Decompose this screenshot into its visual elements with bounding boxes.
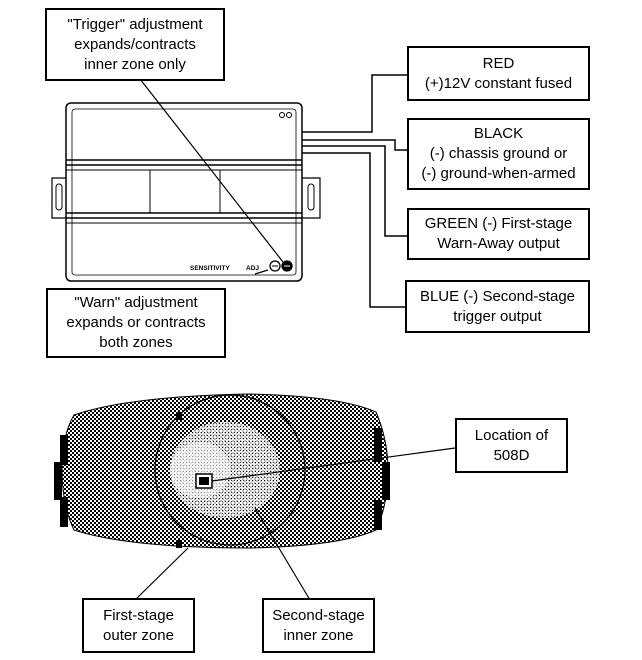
- green-wire: [302, 145, 408, 237]
- outer-zone-callout: First-stage outer zone: [82, 598, 195, 653]
- warn-adjust-callout: "Warn" adjustment expands or contracts b…: [46, 288, 226, 358]
- warn-leader-line: [254, 269, 269, 275]
- wire-harness: [302, 74, 408, 308]
- sensor-module: [51, 102, 321, 282]
- sensitivity-label: SENSITIVITY: [190, 265, 230, 272]
- adj-label: ADJ: [246, 265, 259, 272]
- trigger-leader-line: [139, 78, 284, 263]
- inner-zone-callout: Second-stage inner zone: [262, 598, 375, 653]
- location-508d-callout: Location of 508D: [455, 418, 568, 473]
- inner-zone-leader-line: [254, 507, 311, 601]
- outer-zone-leader-line: [134, 547, 189, 601]
- green-wire-callout: GREEN (-) First-stage Warn-Away output: [407, 208, 590, 260]
- blue-wire: [302, 152, 406, 308]
- blue-wire-callout: BLUE (-) Second-stage trigger output: [405, 280, 590, 333]
- location-leader-line: [211, 447, 456, 482]
- black-wire: [302, 139, 408, 151]
- red-wire-callout: RED (+)12V constant fused: [407, 46, 590, 101]
- red-wire: [302, 74, 407, 133]
- vehicle-zone-diagram: [54, 393, 390, 549]
- black-wire-callout: BLACK (-) chassis ground or (-) ground-w…: [407, 118, 590, 190]
- trigger-adjust-callout: "Trigger" adjustment expands/contracts i…: [45, 8, 225, 81]
